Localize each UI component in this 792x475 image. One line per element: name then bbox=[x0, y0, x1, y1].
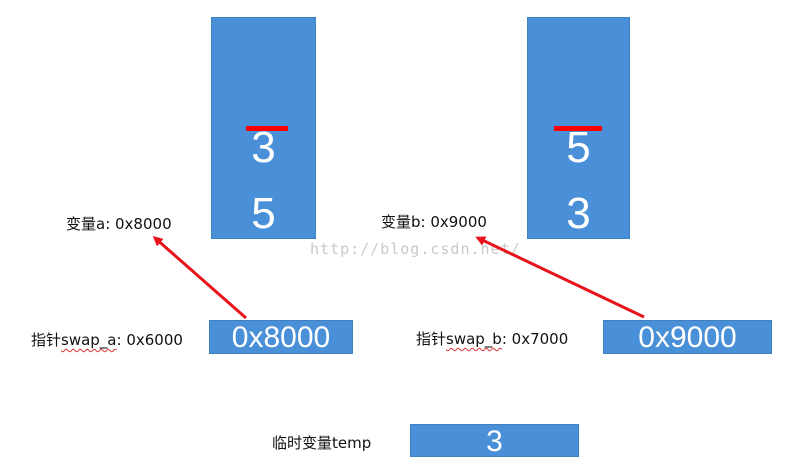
pointer-b-box: 0x9000 bbox=[603, 320, 772, 354]
variable-a-box: 3 5 bbox=[211, 17, 316, 239]
variable-b-old-value: 5 bbox=[566, 123, 591, 172]
pointer-b-value: 0x9000 bbox=[638, 321, 737, 354]
variable-a-strikethrough bbox=[246, 126, 288, 131]
temp-value: 3 bbox=[486, 425, 503, 458]
watermark-text: http://blog.csdn.net/ bbox=[310, 240, 521, 258]
pointer-b-label: 指针swap_b: 0x7000 bbox=[416, 328, 568, 349]
variable-a-new-value: 5 bbox=[251, 189, 276, 238]
variable-a-old-value: 3 bbox=[251, 123, 276, 172]
pointer-b-label-suffix: : 0x7000 bbox=[501, 330, 569, 348]
arrow-pointer-a-to-variable-a bbox=[152, 236, 247, 320]
pointer-a-label-name: swap_a bbox=[61, 331, 117, 349]
temp-label: 临时变量temp bbox=[272, 434, 372, 452]
variable-a-label: 变量a: 0x8000 bbox=[66, 215, 172, 233]
temp-box: 3 bbox=[410, 424, 579, 458]
pointer-a-label-prefix: 指针 bbox=[31, 331, 62, 349]
pointer-b-label-name: swap_b bbox=[446, 330, 502, 348]
pointer-b-label-prefix: 指针 bbox=[416, 330, 447, 348]
variable-b-new-value: 3 bbox=[566, 189, 591, 238]
pointer-a-box: 0x8000 bbox=[209, 320, 353, 354]
arrow-pointer-b-to-variable-b bbox=[475, 236, 645, 319]
pointer-a-value: 0x8000 bbox=[231, 321, 331, 354]
variable-b-strikethrough bbox=[554, 126, 602, 131]
pointer-a-label: 指针swap_a: 0x6000 bbox=[31, 329, 183, 350]
variable-b-label: 变量b: 0x9000 bbox=[381, 213, 487, 231]
pointer-a-label-suffix: : 0x6000 bbox=[116, 331, 183, 349]
